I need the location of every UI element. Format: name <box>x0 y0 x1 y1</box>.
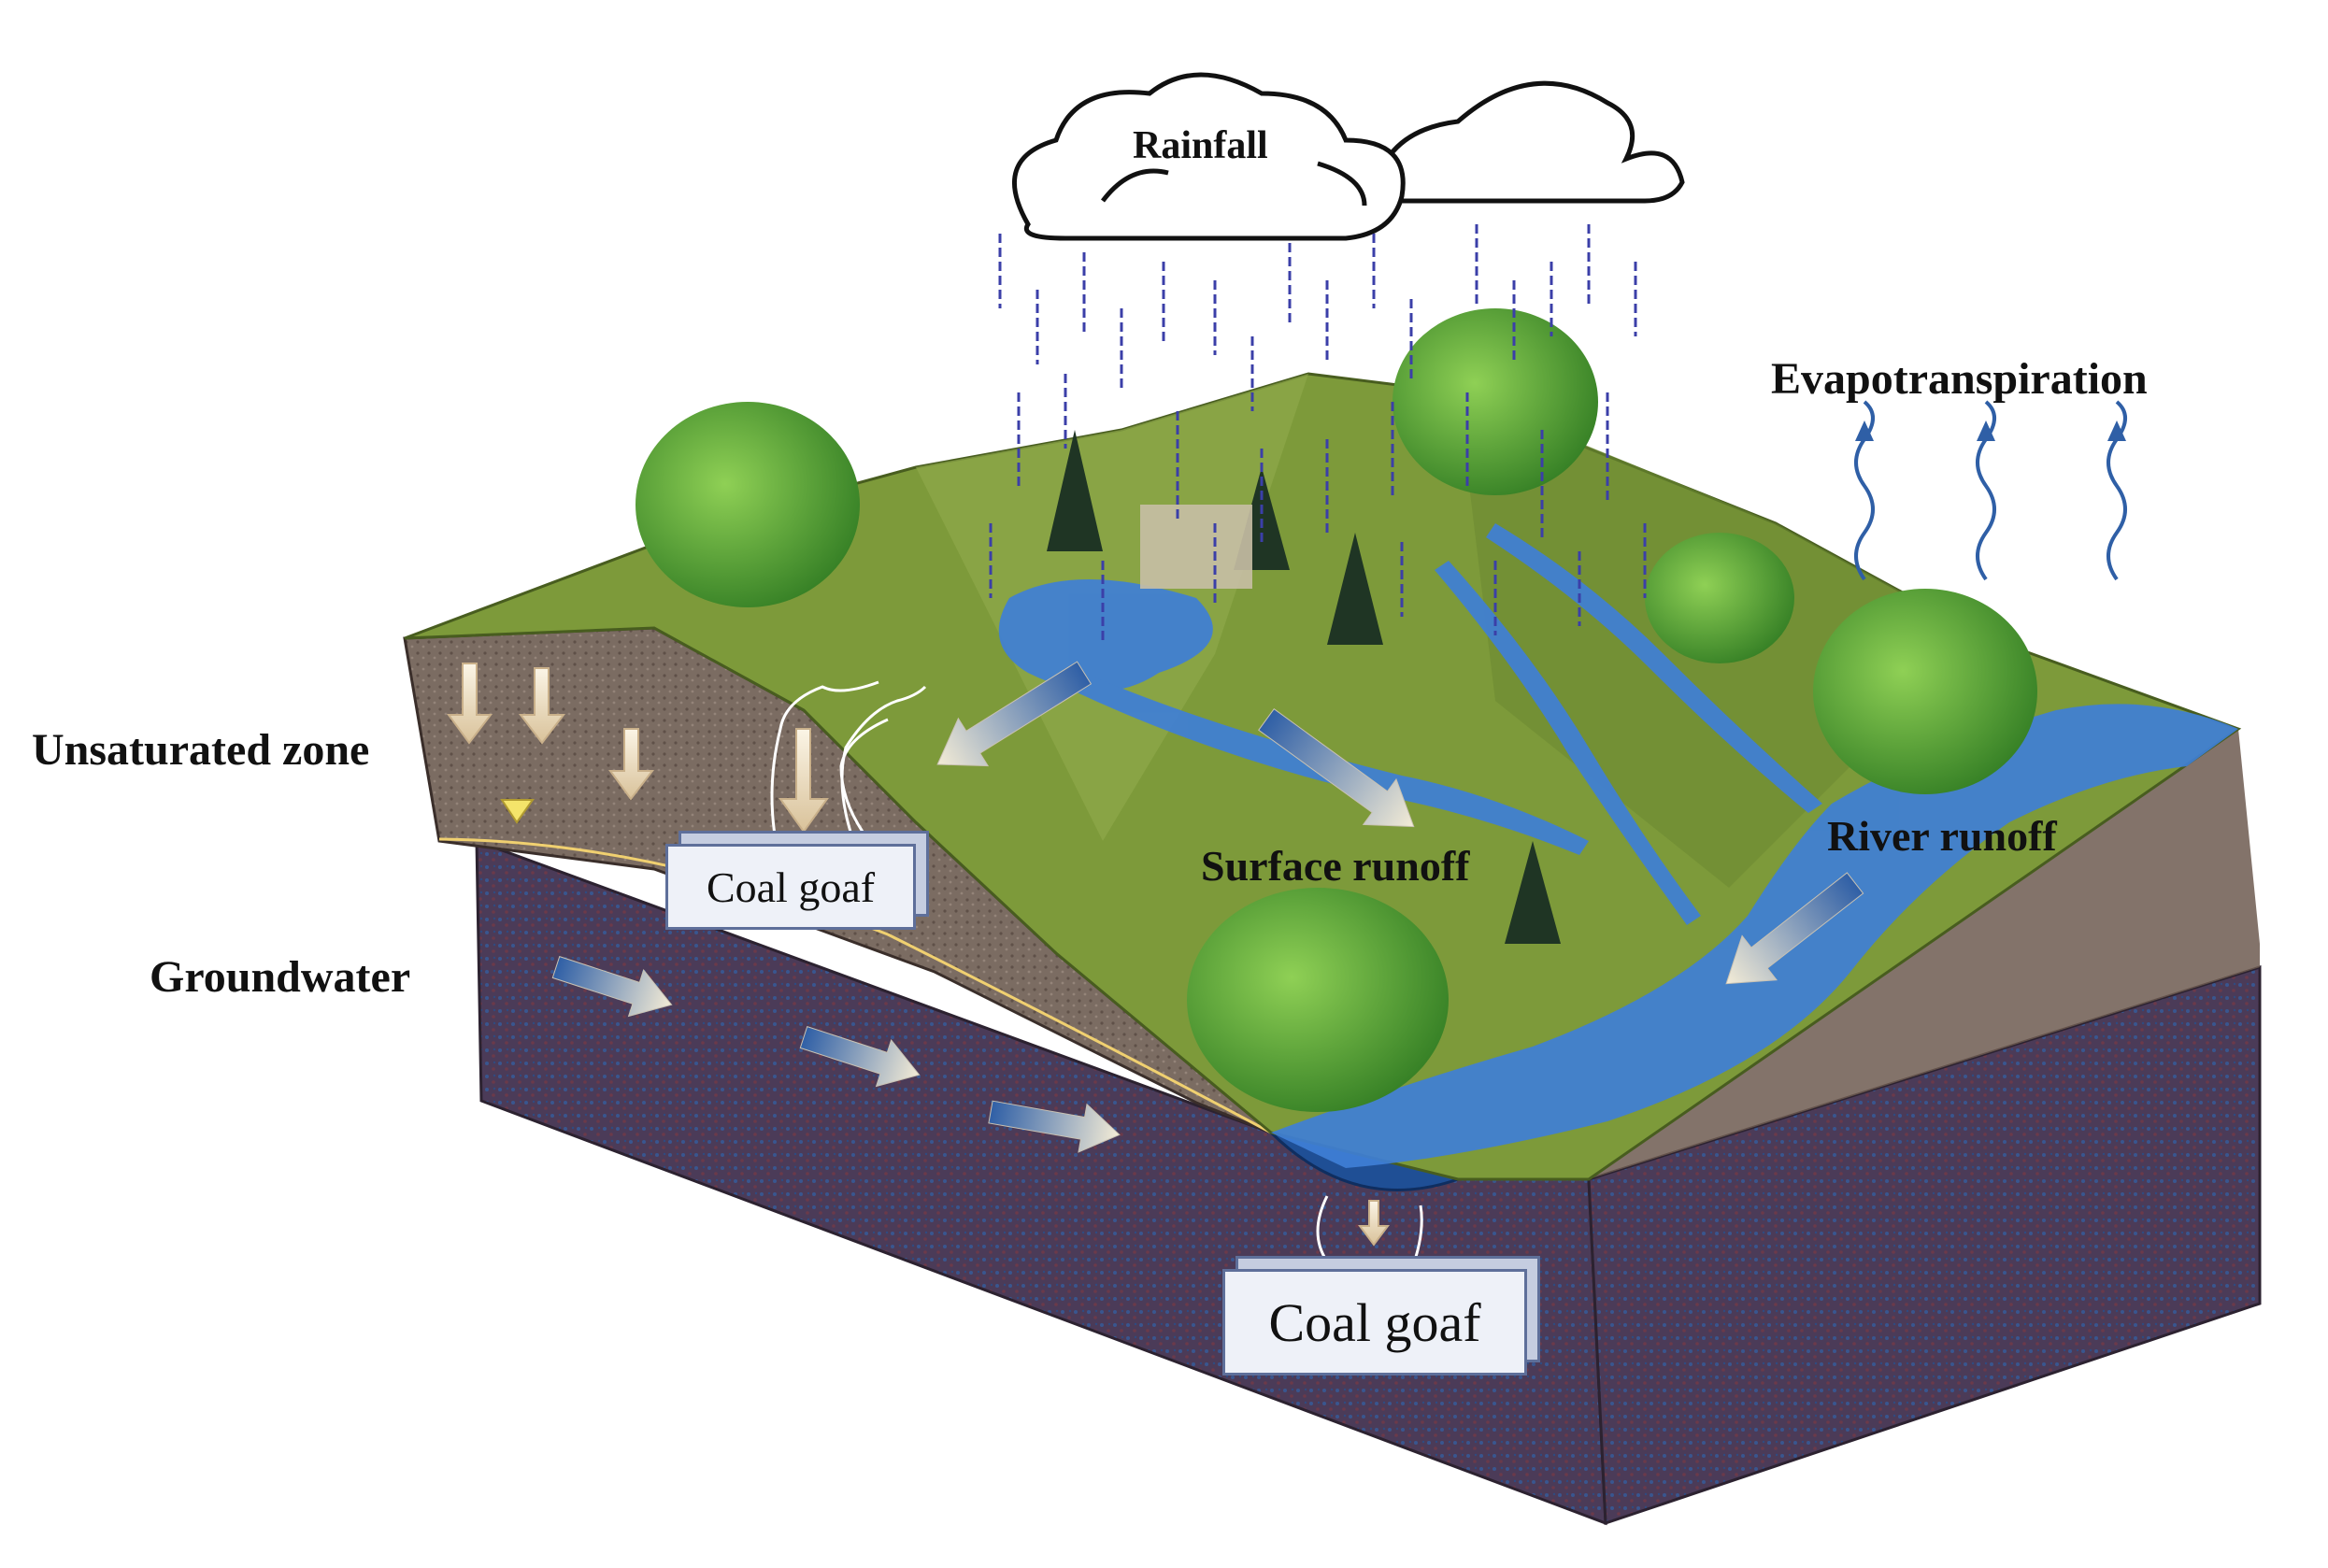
conifer-1 <box>1047 430 1103 551</box>
evap-arrowhead-icon <box>1855 421 1874 441</box>
evapotranspiration-label: Evapotranspiration <box>1771 354 2148 404</box>
rain-clouds <box>1012 72 1685 241</box>
river-runoff-arrow-icon <box>1725 872 1864 985</box>
fractures <box>770 680 1423 1272</box>
evap-arrowhead-icon <box>1977 421 1995 441</box>
down-arrow-icon <box>778 728 829 834</box>
tree-right <box>1813 589 2037 794</box>
infiltration-arrows <box>447 663 1390 1247</box>
evap-wave-icon <box>2107 400 2127 581</box>
unsaturated-zone-label: Unsaturated zone <box>32 725 370 775</box>
rainfall-label: Rainfall <box>1133 124 1268 167</box>
tree-top <box>1393 308 1598 495</box>
surface-runoff-arrow-icon <box>1258 707 1415 828</box>
water-table-line <box>438 837 1272 1134</box>
river-runoff-label: River runoff <box>1827 812 2057 860</box>
surface-runoff-label: Surface runoff <box>1201 842 1470 890</box>
tree-left <box>636 402 860 607</box>
evap-arrowhead-icon <box>2107 421 2126 441</box>
evapotranspiration-arrows <box>1854 400 2127 581</box>
stream-3 <box>1486 523 1822 813</box>
evap-wave-icon <box>1976 400 1996 581</box>
cloud-left-icon <box>1012 72 1406 241</box>
rain-drops <box>989 224 1647 645</box>
tree-mid-right <box>1645 533 1794 663</box>
river-main <box>1271 704 2238 1168</box>
runoff-arrow-icon <box>936 661 1093 767</box>
groundwater-arrow-icon <box>799 1025 921 1088</box>
rock-patch <box>1140 505 1252 589</box>
coal-goaf-lower-box: Coal goaf <box>1222 1269 1527 1376</box>
trees <box>636 308 2037 1112</box>
down-arrow-icon <box>1358 1200 1390 1247</box>
evap-wave-icon <box>1854 400 1875 581</box>
groundwater-arrow-icon <box>551 955 673 1018</box>
down-arrow-icon <box>447 663 493 745</box>
tree-bottom <box>1187 888 1449 1112</box>
coal-goaf-upper-box: Coal goaf <box>665 844 916 930</box>
upper-lake <box>998 579 1213 691</box>
conifer-4 <box>1505 841 1561 944</box>
flow-arrows <box>551 661 1864 1153</box>
water-table-marker-icon <box>500 799 535 824</box>
down-arrow-icon <box>518 667 566 745</box>
conifer-3 <box>1327 533 1383 645</box>
down-arrow-icon <box>608 728 655 801</box>
cloud-right-icon <box>1371 80 1685 204</box>
evap-arrowheads <box>1855 421 2126 441</box>
groundwater-arrow-icon <box>988 1100 1121 1153</box>
stream-2 <box>1435 561 1701 925</box>
groundwater-label: Groundwater <box>150 952 411 1002</box>
